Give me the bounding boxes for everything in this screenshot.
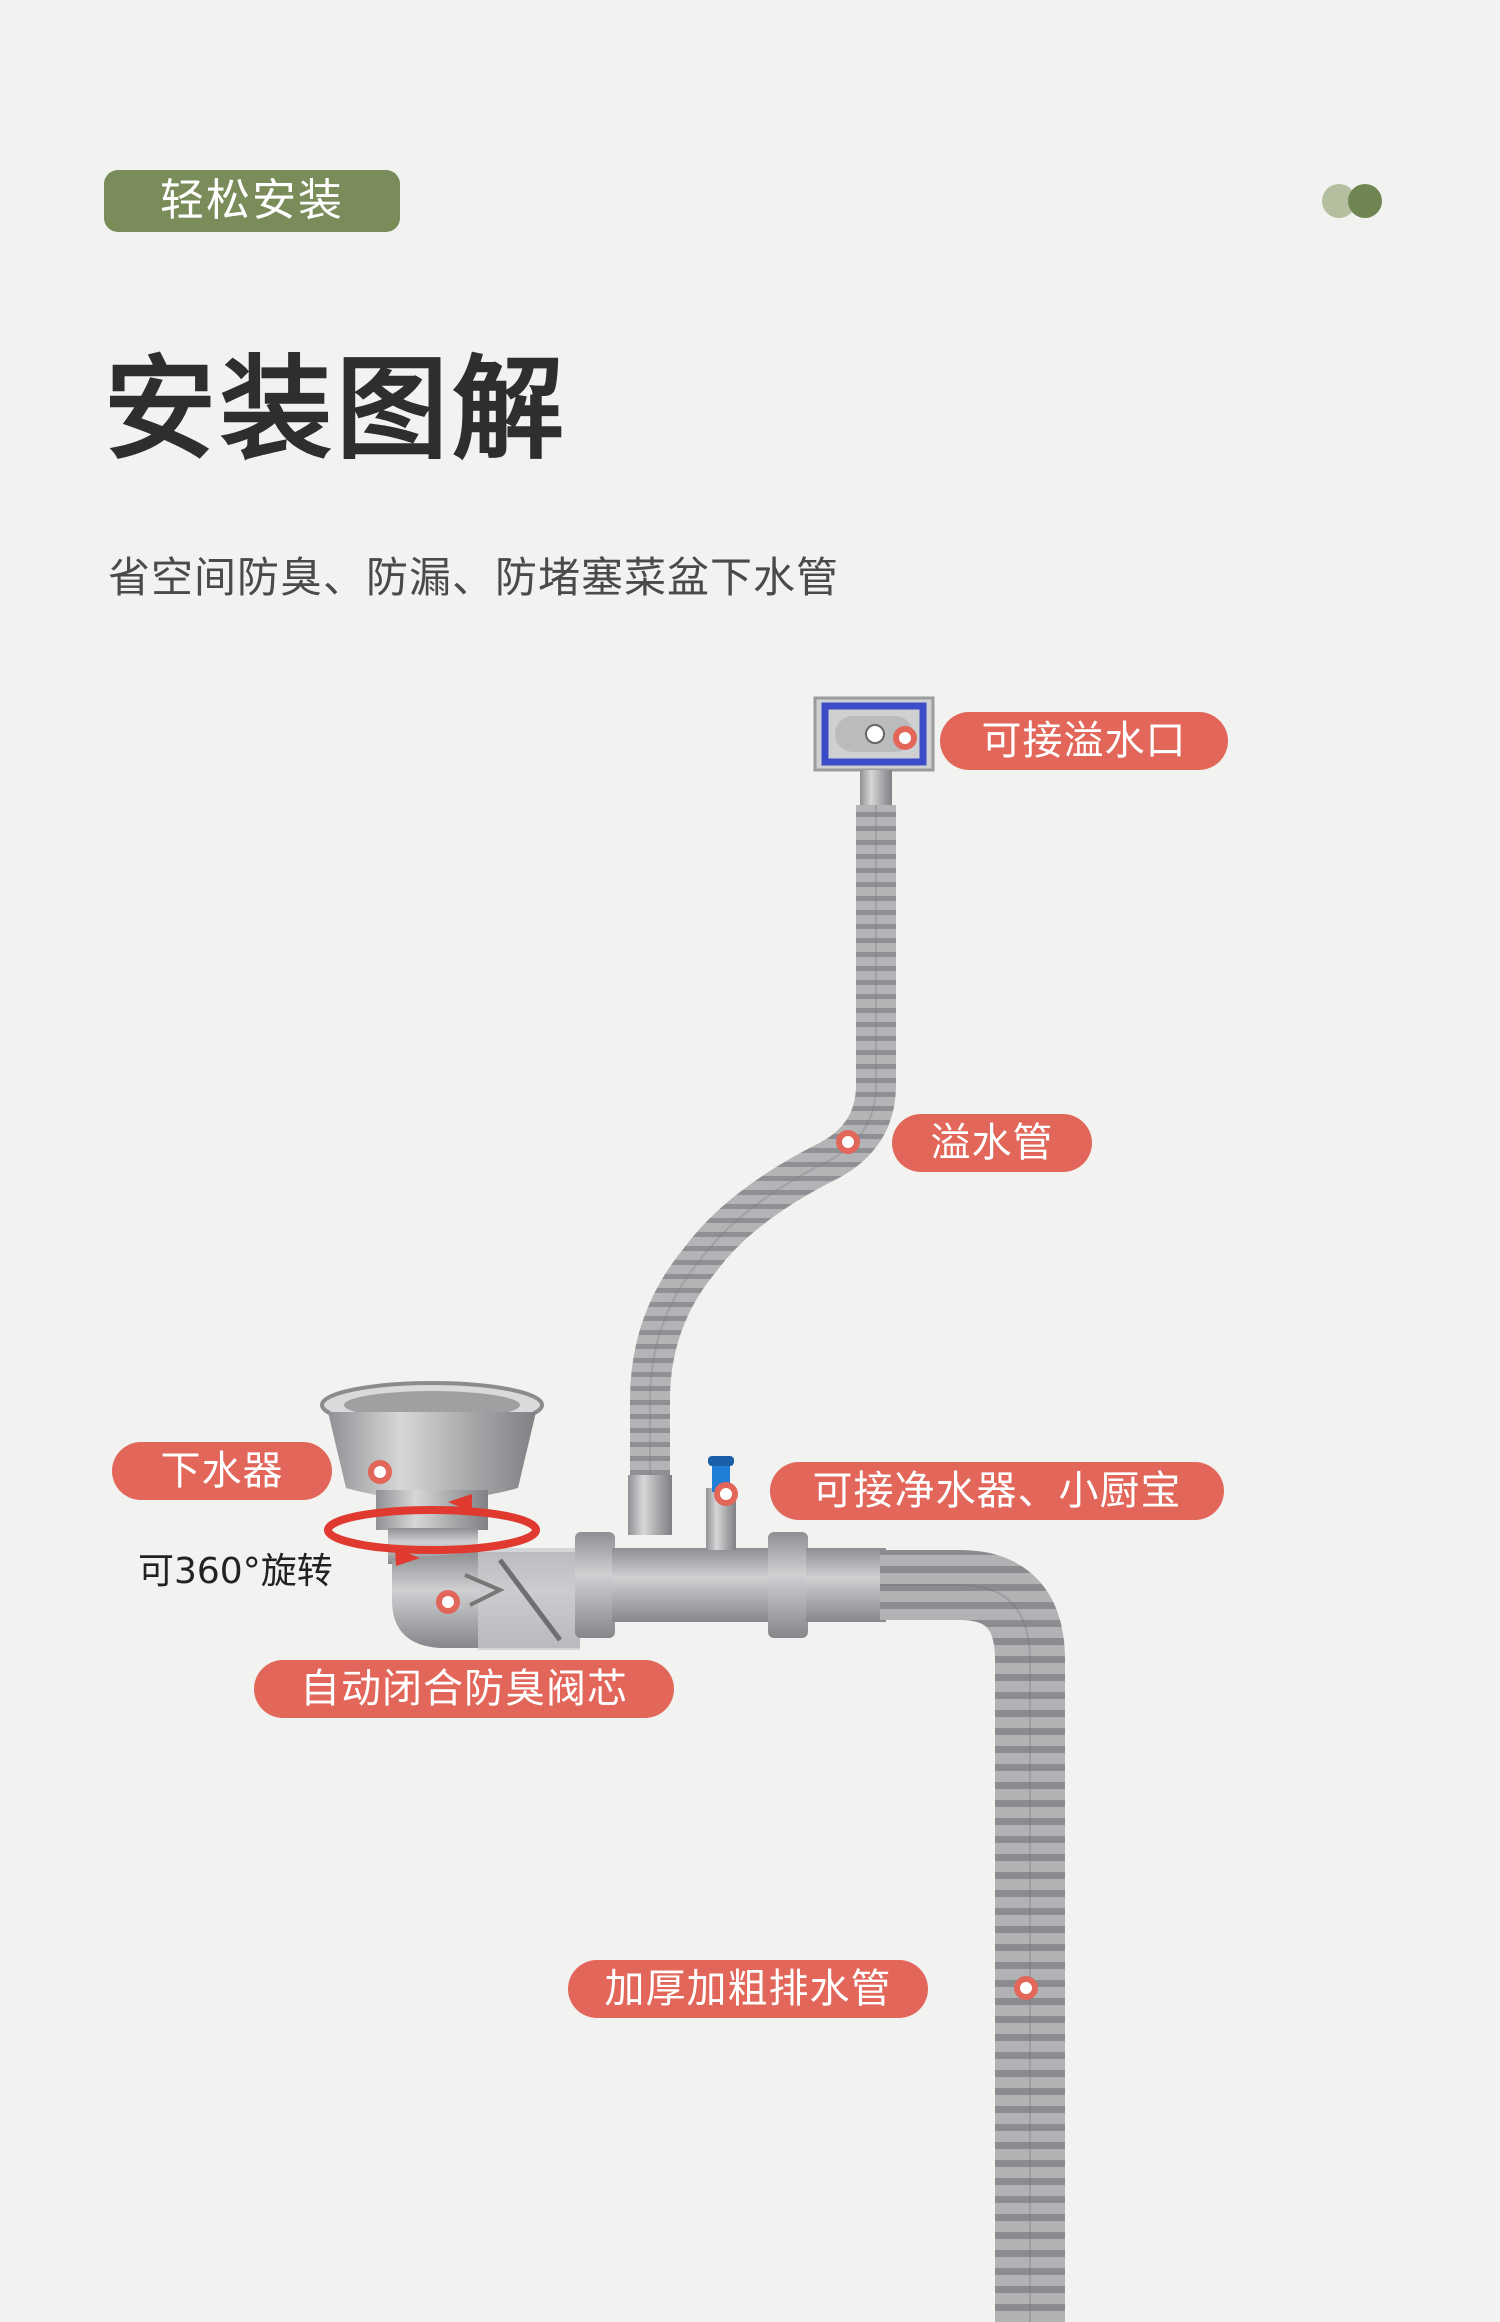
overflow-hose xyxy=(630,805,896,1500)
decorative-dots-icon xyxy=(1322,184,1386,220)
callout-drain-pipe: 加厚加粗排水管 xyxy=(568,1960,928,2018)
callout-valve-core: 自动闭合防臭阀芯 xyxy=(254,1660,674,1718)
rotation-arrow-icon xyxy=(324,1494,540,1566)
callout-strainer: 下水器 xyxy=(112,1442,332,1500)
callout-markers xyxy=(368,726,1038,2000)
page-subtitle: 省空间防臭、防漏、防堵塞菜盆下水管 xyxy=(108,553,840,602)
callout-purifier-port: 可接净水器、小厨宝 xyxy=(770,1462,1224,1520)
page-title: 安装图解 xyxy=(104,345,568,475)
callout-overflow-pipe: 溢水管 xyxy=(892,1114,1092,1172)
section-tag: 轻松安装 xyxy=(104,170,400,232)
tee-body xyxy=(575,1456,886,1638)
rotation-note: 可360°旋转 xyxy=(138,1551,333,1592)
dark-dot xyxy=(1348,184,1382,218)
drain-hose xyxy=(880,1550,1065,2322)
overflow-port xyxy=(813,696,935,810)
callout-overflow-port: 可接溢水口 xyxy=(940,712,1228,770)
sink-strainer xyxy=(320,1381,544,1564)
elbow-valve-body xyxy=(392,1548,580,1650)
overflow-connector xyxy=(628,1475,672,1535)
